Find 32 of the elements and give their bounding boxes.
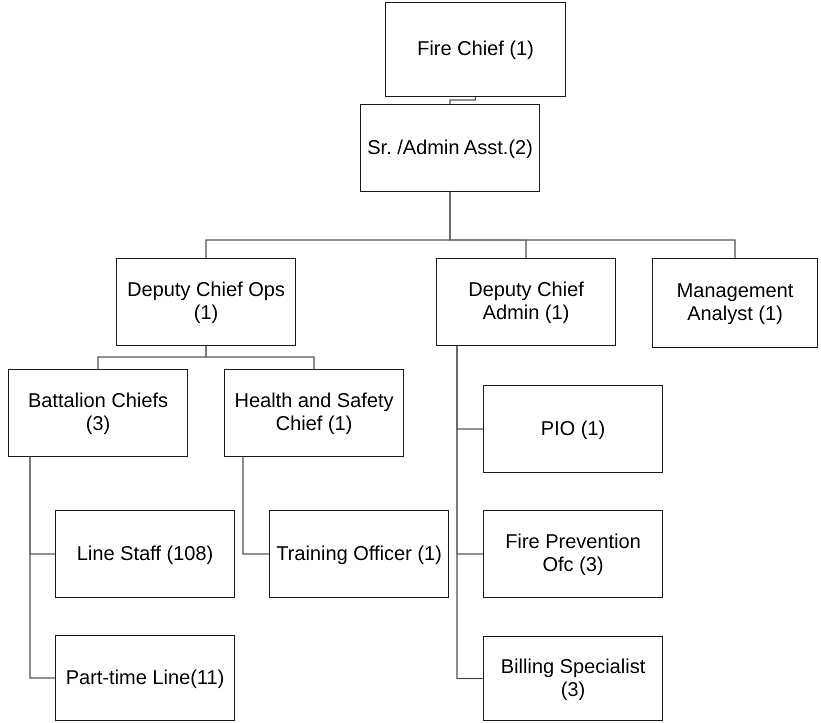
position-title: PIO (1) [540,418,606,440]
position-box [55,635,235,721]
position-title: Billing Specialist (3) [500,656,646,702]
position-box [483,510,663,598]
position-box [385,2,566,97]
position-title: Sr. /Admin Asst.(2) [366,136,534,160]
position-box [269,510,449,598]
position-box [436,258,616,346]
connector-line [205,346,315,369]
position-box [652,258,818,348]
connector-line [29,457,55,679]
connector-line [449,192,736,258]
position-title: Part-time Line(11) [64,666,226,690]
position-title: Battalion Chiefs (3) [26,390,170,436]
connector-line [242,457,269,555]
position-title: Fire Prevention Ofc (3) [504,531,642,577]
position-title: Management Analyst (1) [676,280,794,326]
position-box [8,369,188,457]
position-box [360,104,540,192]
connector-line [449,97,476,104]
position-title: Health and Safety Chief (1) [234,390,394,436]
position-box [116,258,296,346]
position-box [483,385,663,473]
position-box [55,510,235,598]
position-title: Fire Chief (1) [416,38,535,61]
position-title: Training Officer (1) [275,542,443,566]
position-box [483,636,663,721]
position-box [224,369,404,457]
position-title: Deputy Chief Admin (1) [467,279,585,325]
position-title: Deputy Chief Ops (1) [126,279,286,325]
position-title: Line Staff (108) [76,542,214,566]
connector-line [456,346,483,680]
